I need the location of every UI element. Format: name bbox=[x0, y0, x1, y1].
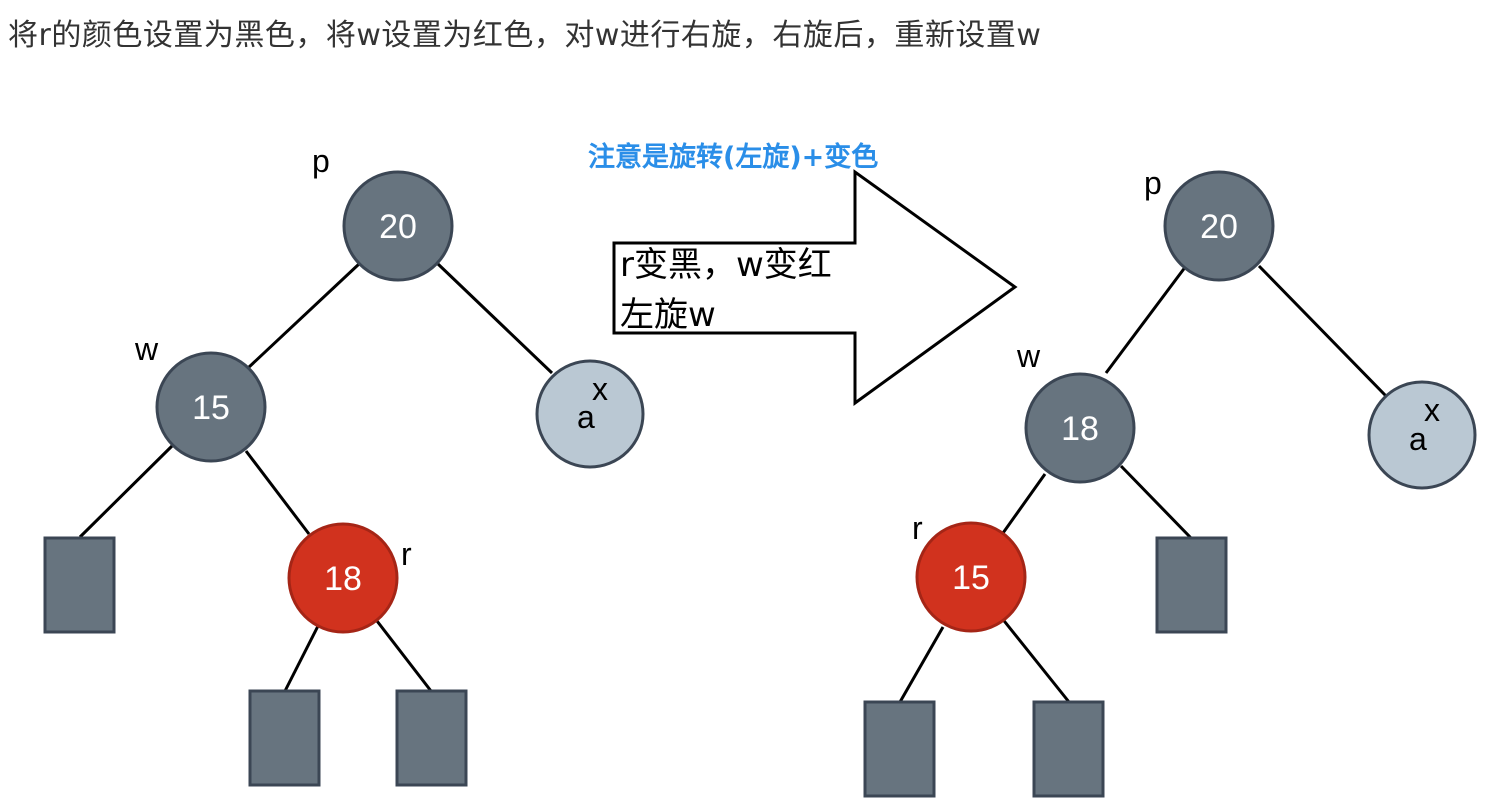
node-r-value: 15 bbox=[952, 559, 990, 597]
nil-leaf bbox=[43, 536, 116, 634]
pointer-w-label: w bbox=[134, 331, 159, 367]
node-p-value: 20 bbox=[1200, 208, 1238, 246]
node-r-value: 18 bbox=[324, 560, 362, 598]
node-w bbox=[1024, 372, 1136, 484]
tree-before: 20 p 15 w a x 18 r bbox=[43, 143, 645, 787]
caption: 将r的颜色设置为黑色，将w设置为红色，对w进行右旋，右旋后，重新设置w bbox=[8, 18, 1042, 53]
nil-leaf bbox=[395, 689, 468, 787]
node-w-value: 18 bbox=[1061, 410, 1099, 448]
edge bbox=[436, 262, 554, 375]
edge bbox=[78, 444, 174, 539]
transition-arrow: r变黑，w变红 左旋w bbox=[612, 169, 1018, 406]
node-r bbox=[287, 522, 399, 634]
pointer-p-label: p bbox=[312, 143, 330, 179]
edge bbox=[1001, 473, 1047, 534]
node-w-value: 15 bbox=[192, 389, 230, 427]
arrow-text-line2: 左旋w bbox=[620, 295, 716, 335]
pointer-r-label: r bbox=[401, 536, 412, 572]
rotation-note: 注意是旋转(左旋)+变色 bbox=[588, 141, 878, 173]
pointer-x-label: x bbox=[592, 371, 608, 407]
pointer-r-label: r bbox=[912, 510, 923, 546]
edge bbox=[999, 616, 1071, 703]
arrow-text-line1: r变黑，w变红 bbox=[620, 245, 832, 285]
node-x-value: a bbox=[1409, 421, 1427, 457]
edge bbox=[1104, 265, 1188, 374]
node-x bbox=[1367, 380, 1477, 490]
tree-after: 20 p 18 w a x 15 r bbox=[863, 165, 1477, 798]
edge bbox=[246, 262, 361, 370]
node-p-value: 20 bbox=[379, 208, 417, 246]
nil-leaf bbox=[1155, 536, 1228, 634]
edge bbox=[898, 626, 945, 703]
arrow-shape bbox=[612, 169, 1018, 406]
edge bbox=[244, 450, 311, 535]
pointer-p-label: p bbox=[1144, 165, 1162, 201]
node-x bbox=[535, 359, 645, 469]
pointer-x-label: x bbox=[1424, 392, 1440, 428]
edge bbox=[283, 625, 320, 692]
nil-leaf bbox=[248, 689, 321, 787]
edge bbox=[1257, 264, 1388, 398]
node-r bbox=[915, 521, 1027, 633]
edge bbox=[1119, 464, 1193, 540]
node-p bbox=[342, 170, 454, 282]
node-w bbox=[155, 351, 267, 463]
edge bbox=[375, 620, 433, 692]
pointer-w-label: w bbox=[1016, 338, 1041, 374]
node-p bbox=[1163, 170, 1275, 282]
nil-leaf bbox=[863, 700, 936, 798]
nil-leaf bbox=[1032, 700, 1105, 798]
node-x-value: a bbox=[577, 399, 595, 435]
